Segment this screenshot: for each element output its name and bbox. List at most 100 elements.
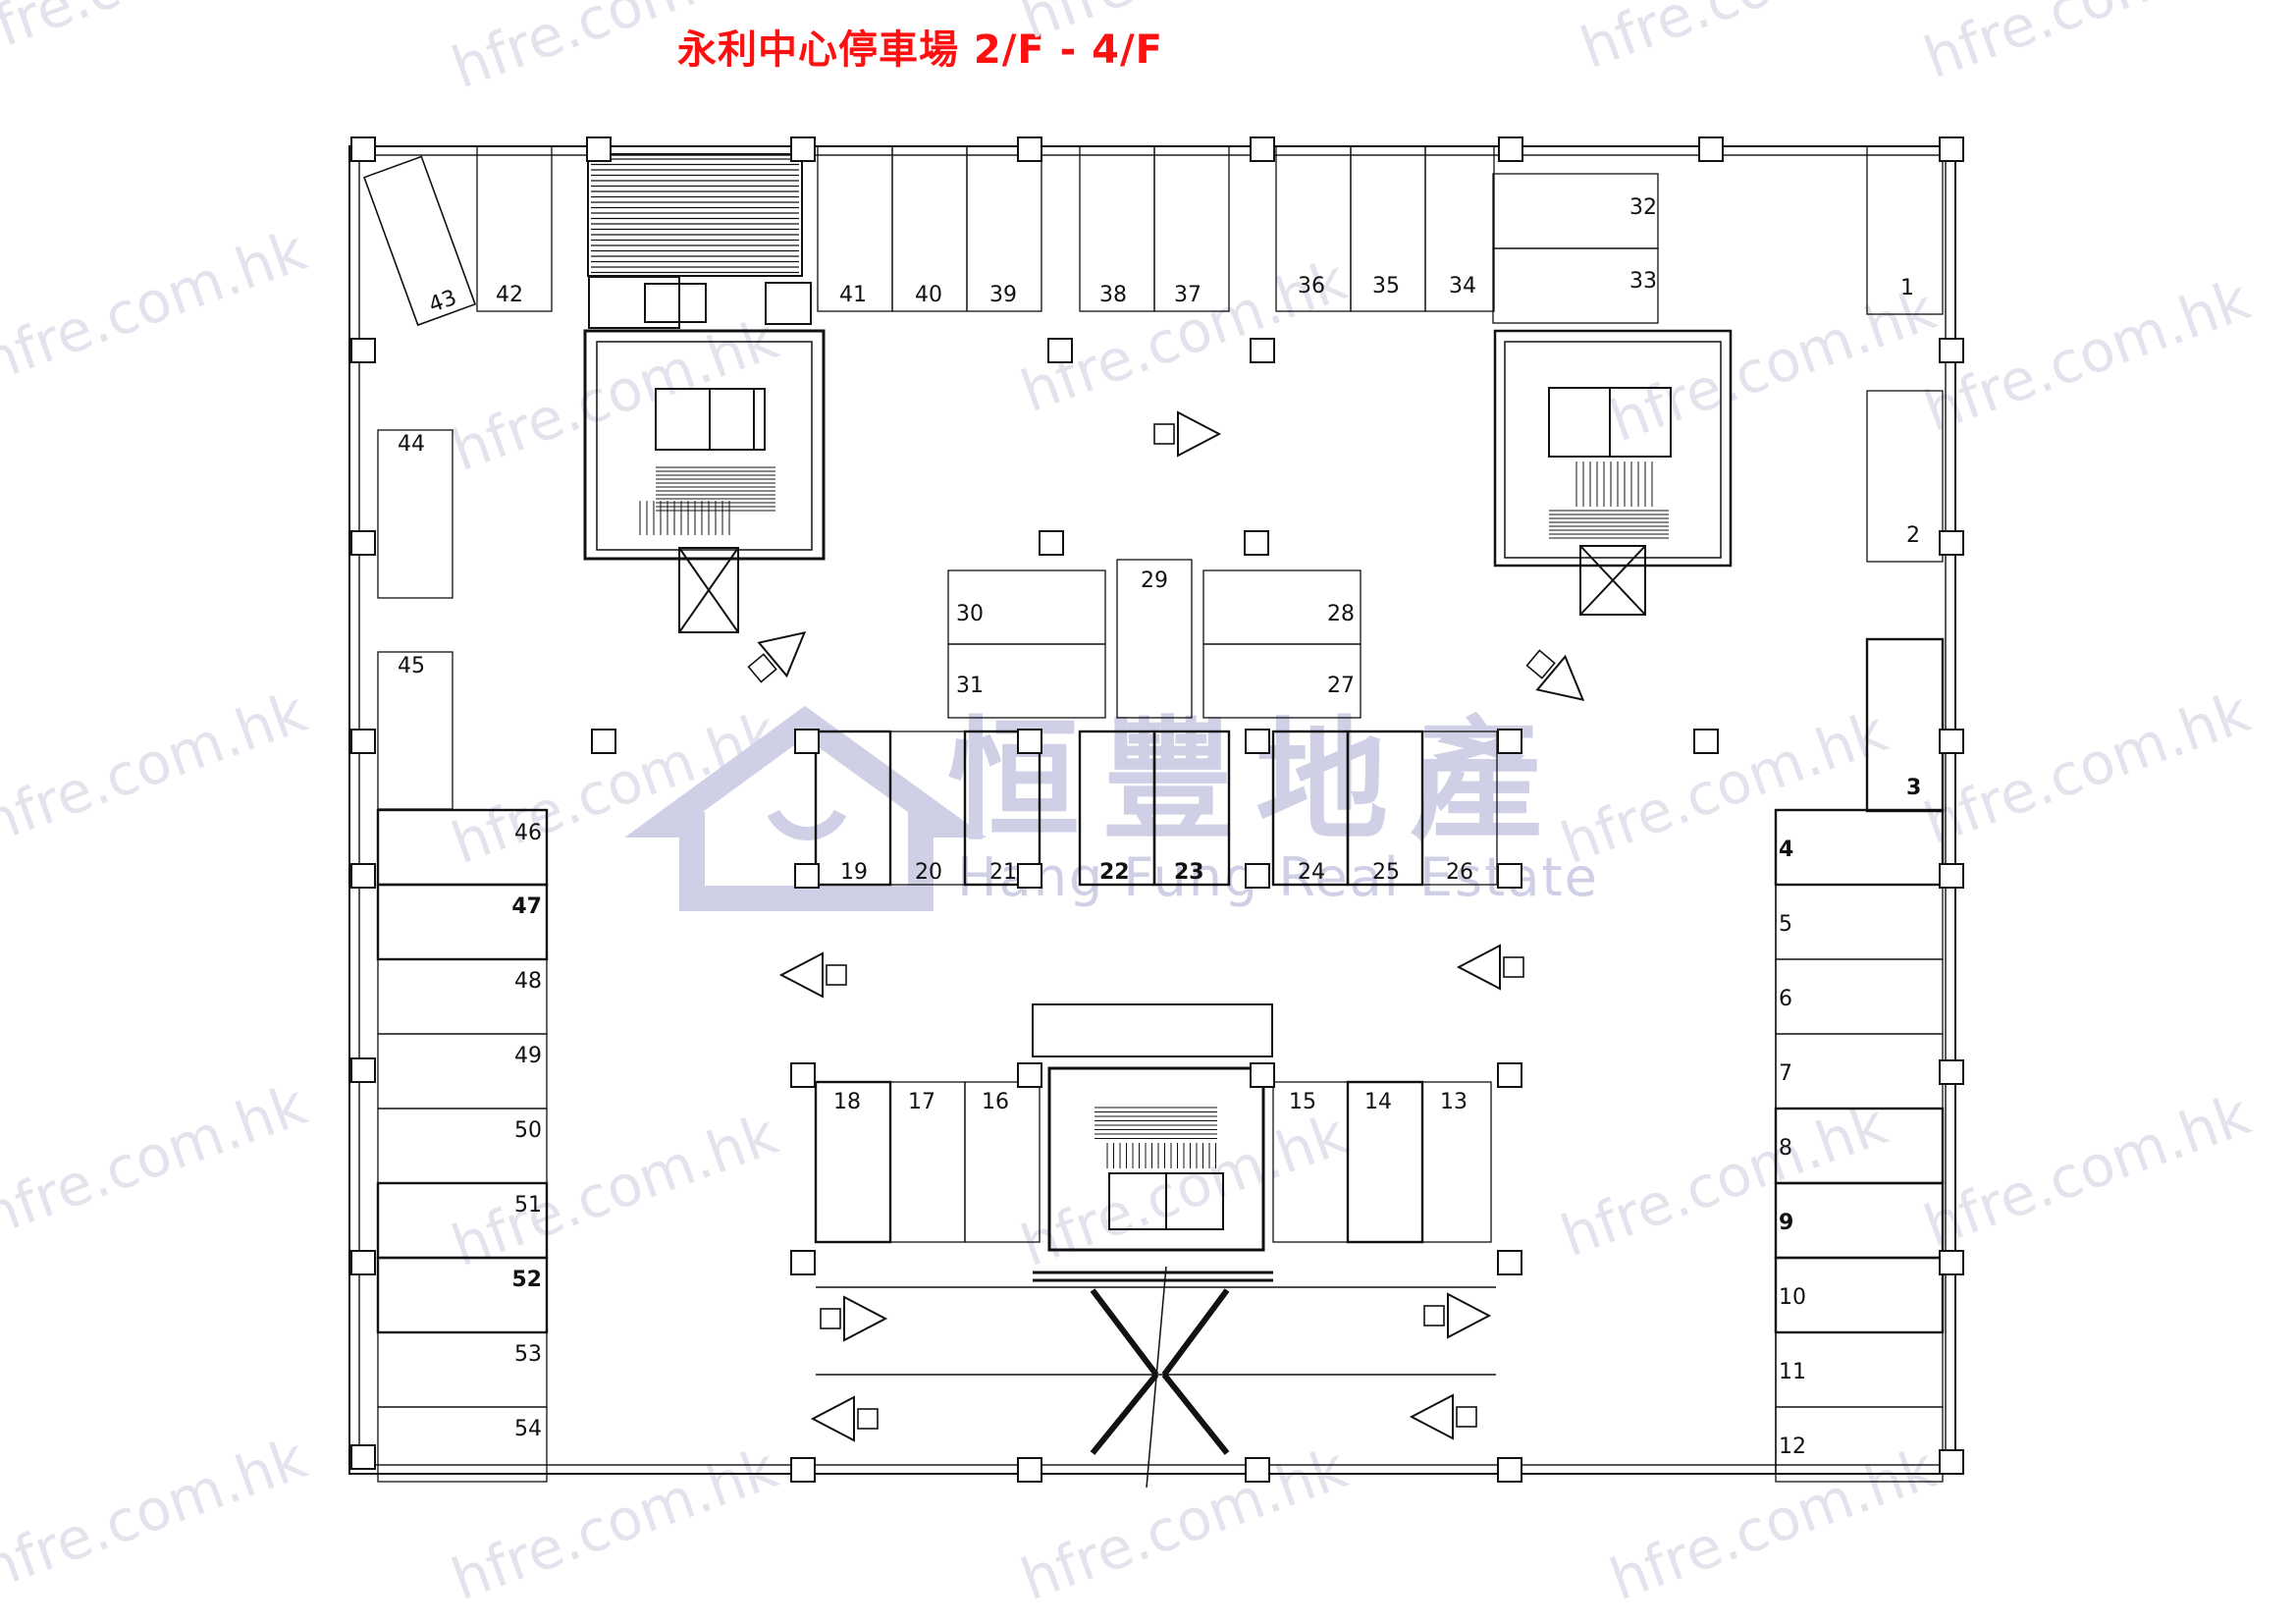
column xyxy=(1250,338,1275,363)
parking-space-5: 5 xyxy=(1775,884,1944,960)
stair-core-right-inner xyxy=(1504,341,1722,559)
stair-core-right xyxy=(1493,329,1733,568)
parking-space-38: 38 xyxy=(1079,145,1155,312)
column xyxy=(1245,863,1270,889)
watermark-site-text: hfre.com.hk xyxy=(1553,698,1896,878)
parking-space-10: 10 xyxy=(1774,1256,1945,1334)
stair-core-left-inner xyxy=(596,341,813,551)
gate-bar xyxy=(1090,1373,1159,1455)
parking-space-45-label: 45 xyxy=(398,654,425,678)
column xyxy=(790,1250,816,1275)
parking-space-23-label: 23 xyxy=(1174,860,1204,885)
column xyxy=(1497,1457,1522,1483)
parking-space-9-outline xyxy=(1774,1181,1945,1260)
column xyxy=(1017,1062,1042,1088)
parking-space-36-label: 36 xyxy=(1298,274,1325,298)
column xyxy=(350,136,376,162)
parking-space-27: 27 xyxy=(1202,643,1362,719)
watermark-site-text: hfre.com.hk xyxy=(444,1435,786,1614)
parking-space-44: 44 xyxy=(377,429,454,599)
column xyxy=(794,729,820,754)
parking-space-48: 48 xyxy=(377,958,548,1035)
watermark-site-text: hfre.com.hk xyxy=(1602,276,1945,456)
parking-space-15: 15 xyxy=(1272,1081,1349,1243)
parking-space-54-label: 54 xyxy=(514,1417,542,1441)
parking-space-40-label: 40 xyxy=(915,283,942,307)
column xyxy=(1250,136,1275,162)
direction-arrow-icon xyxy=(1423,1292,1492,1339)
parking-space-52: 52 xyxy=(376,1256,549,1334)
parking-space-38-label: 38 xyxy=(1099,283,1127,307)
watermark-site-text: hfre.com.hk xyxy=(1013,246,1356,426)
parking-space-30: 30 xyxy=(947,569,1106,645)
column xyxy=(1939,530,1964,556)
parking-space-15-outline xyxy=(1272,1081,1349,1243)
direction-arrow-icon xyxy=(747,631,807,683)
column xyxy=(350,530,376,556)
parking-space-43: 43 xyxy=(363,155,477,327)
parking-space-35: 35 xyxy=(1350,145,1426,312)
parking-space-50: 50 xyxy=(377,1108,548,1184)
watermark-site-text: hfre.com.hk xyxy=(1573,0,1915,81)
parking-space-12-label: 12 xyxy=(1779,1435,1806,1459)
parking-space-38-outline xyxy=(1079,145,1155,312)
parking-space-31-label: 31 xyxy=(956,674,984,698)
parking-space-26-outline xyxy=(1421,731,1498,886)
column xyxy=(1939,1250,1964,1275)
parking-space-8-label: 8 xyxy=(1779,1136,1792,1161)
column xyxy=(1017,1457,1042,1483)
watermark: hfre.com.hk hfre.com.hk hfre.com.hk hfre.co… xyxy=(0,0,2259,1613)
column xyxy=(790,136,816,162)
parking-space-18-label: 18 xyxy=(833,1090,861,1114)
column xyxy=(1039,530,1064,556)
parking-space-16-label: 16 xyxy=(982,1090,1009,1114)
parking-space-36: 36 xyxy=(1275,145,1352,312)
column xyxy=(350,1444,376,1470)
column xyxy=(1497,1250,1522,1275)
watermark-smile-icon xyxy=(767,809,847,840)
watermark-site-text: hfre.com.hk xyxy=(1013,1435,1356,1614)
lift-car-left-small xyxy=(765,282,812,325)
parking-space-39: 39 xyxy=(966,145,1042,312)
parking-space-54-outline xyxy=(377,1406,548,1483)
direction-arrow-icon xyxy=(1456,944,1524,991)
parking-space-43-outline xyxy=(363,155,477,327)
parking-space-33: 33 xyxy=(1492,247,1659,324)
column xyxy=(350,1250,376,1275)
column xyxy=(1939,1449,1964,1475)
watermark-site-text: hfre.com.hk xyxy=(1013,1101,1356,1280)
parking-space-19-label: 19 xyxy=(840,860,868,885)
parking-space-23: 23 xyxy=(1152,730,1231,887)
lift-left-b xyxy=(709,388,766,451)
parking-space-22-label: 22 xyxy=(1099,860,1130,885)
parking-space-47-label: 47 xyxy=(511,894,542,919)
parking-space-17: 17 xyxy=(889,1081,966,1243)
parking-space-43-label: 43 xyxy=(426,286,460,318)
stair-core-left xyxy=(583,329,826,561)
column xyxy=(1939,863,1964,889)
watermark-site-text: hfre.com.hk xyxy=(1602,1435,1945,1614)
column xyxy=(1698,136,1724,162)
direction-arrow-icon xyxy=(810,1395,879,1442)
parking-space-31: 31 xyxy=(947,643,1106,719)
watermark-site-text: hfre.com.hk xyxy=(0,0,295,72)
parking-space-13: 13 xyxy=(1421,1081,1492,1243)
parking-space-2: 2 xyxy=(1866,390,1944,563)
watermark-site-text: hfre.com.hk xyxy=(0,1071,315,1251)
parking-space-2-label: 2 xyxy=(1906,523,1920,548)
column xyxy=(1939,1059,1964,1085)
parking-space-47: 47 xyxy=(376,883,549,961)
parking-space-37-label: 37 xyxy=(1174,283,1201,307)
parking-space-16: 16 xyxy=(964,1081,1041,1243)
parking-space-29: 29 xyxy=(1116,559,1193,719)
core-bottom xyxy=(1047,1066,1265,1252)
parking-space-52-label: 52 xyxy=(511,1268,542,1292)
lift-left-a xyxy=(655,388,755,451)
column xyxy=(1497,729,1522,754)
plan-title: 永利中心停車場 2/F - 4/F xyxy=(677,27,1163,73)
parking-space-6-label: 6 xyxy=(1779,987,1792,1011)
lift-car-left-top xyxy=(644,283,707,323)
parking-space-44-outline xyxy=(377,429,454,599)
column xyxy=(1245,729,1270,754)
parking-space-9: 9 xyxy=(1774,1181,1945,1260)
